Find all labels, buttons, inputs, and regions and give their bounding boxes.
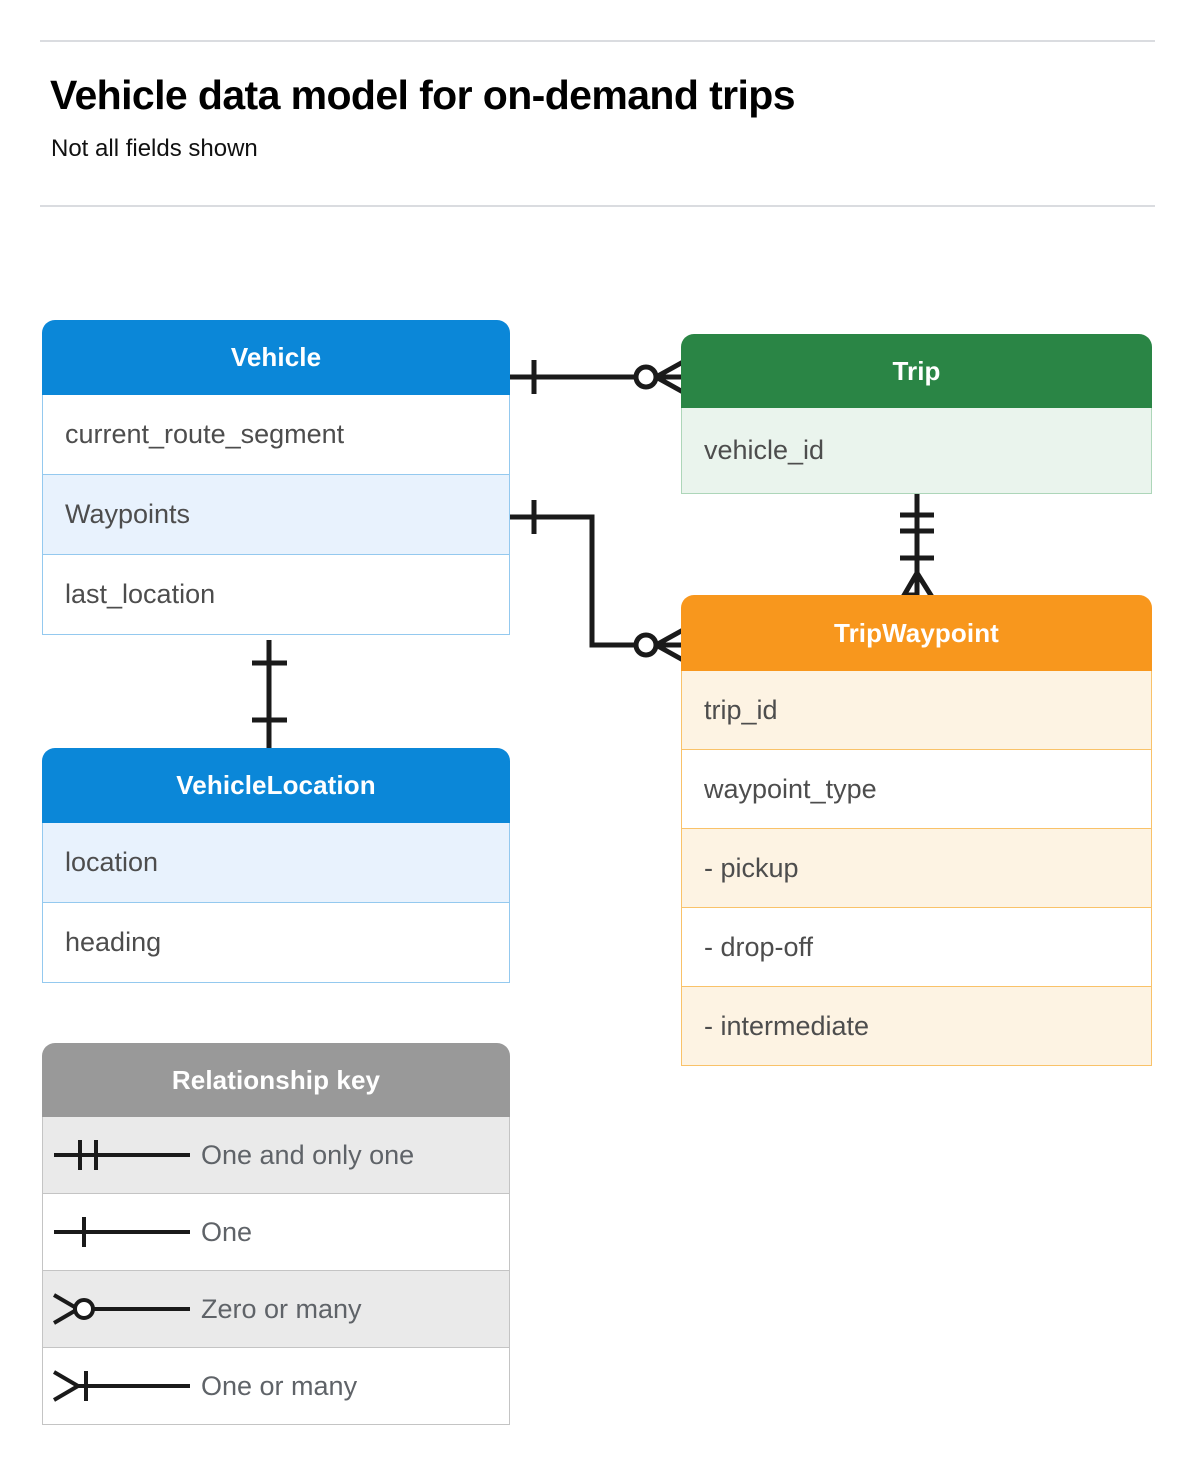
entity-trip-waypoint-value-intermediate[interactable]: - intermediate — [681, 987, 1152, 1066]
one-icon — [43, 1212, 201, 1252]
entity-trip[interactable]: Trip vehicle_id — [681, 334, 1152, 494]
entity-trip-title: Trip — [681, 334, 1152, 408]
connector-waypoints-tripwaypoint — [510, 500, 685, 663]
entity-vehicle-field-last-location[interactable]: last_location — [42, 555, 510, 635]
entity-vehicle-location-title: VehicleLocation — [42, 748, 510, 823]
entity-trip-waypoint-title: TripWaypoint — [681, 595, 1152, 671]
one-and-only-one-icon — [43, 1135, 201, 1175]
legend-label-one: One — [201, 1216, 253, 1247]
legend-label-one-and-only-one: One and only one — [201, 1139, 415, 1170]
entity-trip-field-vehicle-id[interactable]: vehicle_id — [681, 408, 1152, 494]
connector-vehicle-vehiclelocation — [252, 640, 287, 748]
entity-vehicle-location[interactable]: VehicleLocation location heading — [42, 748, 510, 983]
page-subtitle: Not all fields shown — [51, 135, 258, 162]
entity-vehicle-title: Vehicle — [42, 320, 510, 395]
entity-trip-waypoint-field-waypoint-type[interactable]: waypoint_type — [681, 750, 1152, 829]
legend-label-one-or-many: One or many — [201, 1370, 358, 1401]
relationship-key-legend[interactable]: Relationship key One and only one One — [42, 1043, 510, 1425]
header-divider-bottom — [40, 205, 1155, 207]
legend-row-one-or-many[interactable]: One or many — [42, 1348, 510, 1425]
relationship-key-title: Relationship key — [42, 1043, 510, 1117]
zero-or-many-icon — [43, 1289, 201, 1329]
entity-trip-waypoint[interactable]: TripWaypoint trip_id waypoint_type - pic… — [681, 595, 1152, 1066]
connector-vehicle-trip — [508, 359, 685, 395]
legend-row-one-and-only-one[interactable]: One and only one — [42, 1117, 510, 1194]
entity-vehicle-field-waypoints[interactable]: Waypoints — [42, 475, 510, 555]
legend-row-zero-or-many[interactable]: Zero or many — [42, 1271, 510, 1348]
entity-vehicle[interactable]: Vehicle current_route_segment Waypoints … — [42, 320, 510, 635]
entity-trip-waypoint-value-drop-off[interactable]: - drop-off — [681, 908, 1152, 987]
entity-trip-waypoint-value-pickup[interactable]: - pickup — [681, 829, 1152, 908]
entity-vehicle-location-field-heading[interactable]: heading — [42, 903, 510, 983]
page-title: Vehicle data model for on-demand trips — [50, 72, 796, 118]
entity-vehicle-location-field-location[interactable]: location — [42, 823, 510, 903]
entity-vehicle-field-current-route-segment[interactable]: current_route_segment — [42, 395, 510, 475]
entity-trip-waypoint-field-trip-id[interactable]: trip_id — [681, 671, 1152, 750]
header-divider-top — [40, 40, 1155, 42]
legend-label-zero-or-many: Zero or many — [201, 1293, 362, 1324]
connector-trip-tripwaypoint — [900, 492, 935, 599]
legend-row-one[interactable]: One — [42, 1194, 510, 1271]
one-or-many-icon — [43, 1366, 201, 1406]
